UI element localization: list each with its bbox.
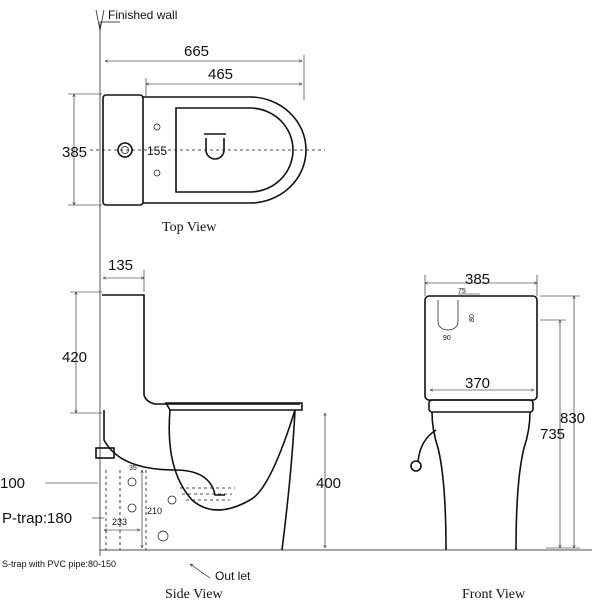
tank-outline-side [102, 294, 300, 405]
seat-outline-front [428, 399, 534, 413]
s-trap-note: S-trap with PVC pipe:80-150 [2, 559, 116, 569]
front-view: 385 75 80 90 370 830 735 Front View [410, 271, 585, 600]
dim-80: 80 [469, 314, 476, 322]
bowl-inner-side [103, 410, 225, 496]
dim-bowl-width: 370 [465, 375, 490, 392]
water-inlet-valve-icon [95, 447, 115, 459]
inlet-pipe-front [417, 429, 437, 463]
dim-tank-width: 385 [465, 271, 490, 288]
top-view-caption: Top View [162, 220, 217, 235]
dim-tank-depth: 135 [108, 257, 133, 274]
side-view-caption: Side View [165, 587, 224, 600]
seat-outline-side [164, 402, 303, 411]
dim-overall-length: 665 [184, 43, 209, 60]
pedestal-left [431, 411, 447, 551]
dim-90: 90 [443, 335, 451, 342]
fixing-hole-icon [153, 123, 161, 131]
finished-wall: Finished wall [95, 8, 177, 556]
bowl-front-side [281, 409, 296, 551]
finished-wall-label: Finished wall [108, 8, 177, 22]
dim-bowl-length: 465 [208, 66, 233, 83]
dim-75: 75 [458, 288, 466, 295]
fixing-hole-icon [153, 169, 161, 177]
top-view: 665 465 385 155 Top View [62, 43, 325, 235]
outlet-symbol-icon [204, 133, 226, 160]
flush-mechanism-icon [437, 300, 459, 331]
pedestal-right [515, 411, 531, 551]
outlet-label: Out let [215, 569, 251, 583]
side-view: 135 420 400 210 233 35 [0, 257, 592, 600]
dim-total-height: 830 [560, 410, 585, 427]
dim-outlet-offset: 233 [112, 517, 127, 527]
inlet-valve-front-icon [410, 460, 422, 472]
bowl-outline-top [143, 96, 307, 204]
p-trap-label: P-trap:180 [2, 510, 72, 527]
dim-outlet-height: 210 [147, 506, 162, 516]
dim-tank-height: 420 [62, 349, 87, 366]
s-trap-value: 100 [0, 475, 25, 492]
seat-outline-top [175, 107, 294, 193]
outlet-pipe-icon [157, 530, 169, 542]
dim-body-height: 735 [540, 426, 565, 443]
dim-bowl-height: 400 [316, 475, 341, 492]
dim-top-width: 385 [62, 144, 87, 161]
front-view-caption: Front View [462, 587, 526, 600]
bowl-trap-side [168, 409, 296, 511]
dim-hole-spacing: 155 [147, 144, 167, 158]
dim-small: 35 [129, 465, 137, 472]
